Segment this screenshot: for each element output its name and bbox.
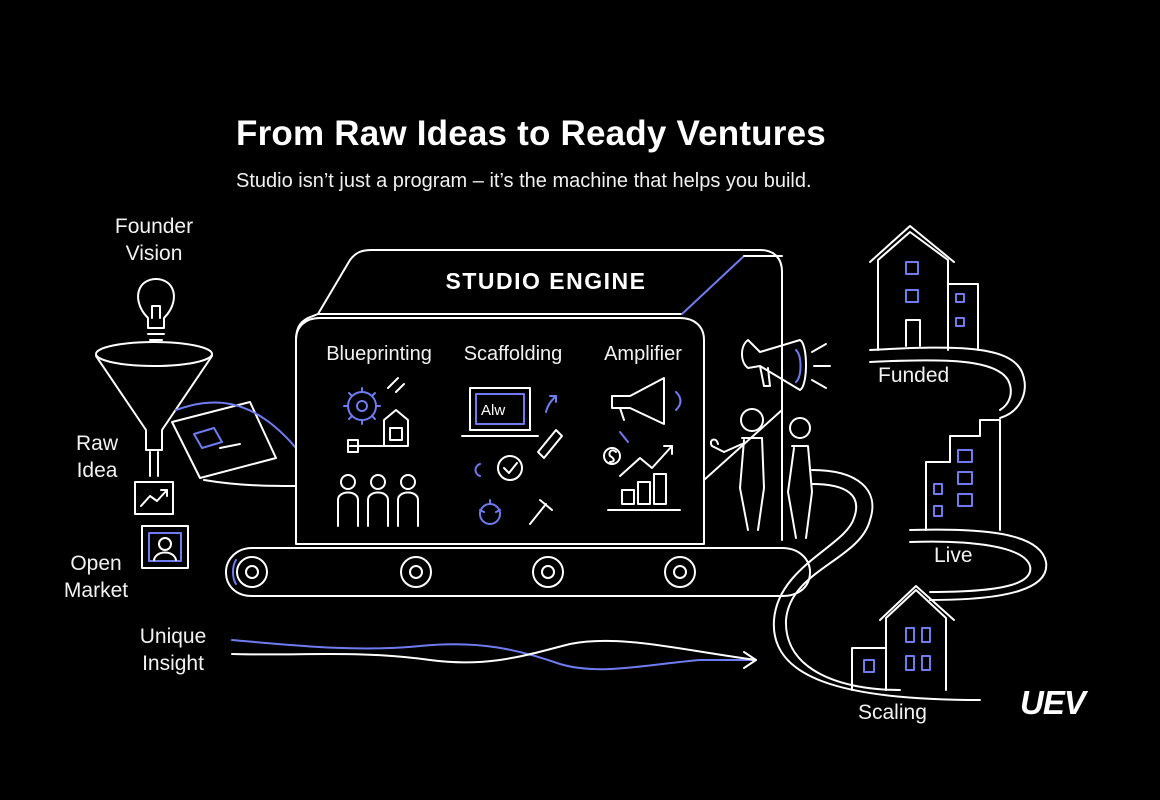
lightbulb-icon	[137, 278, 175, 341]
megaphone-small-icon	[611, 377, 682, 425]
laptop-screen-text: Alw	[481, 402, 505, 419]
megaphone-icon	[741, 339, 831, 391]
dollar-coin-icon	[603, 431, 629, 465]
funded-path	[869, 346, 1026, 419]
funded-label: Funded	[878, 364, 950, 387]
wrench-icon	[529, 499, 553, 525]
studio-engine-title: STUDIO ENGINE	[445, 268, 647, 294]
page-title: From Raw Ideas to Ready Ventures	[236, 114, 826, 153]
column-blueprinting: Blueprinting	[326, 343, 432, 365]
funded-building-icon	[869, 225, 979, 351]
page-subtitle: Studio isn’t just a program – it’s the m…	[236, 170, 812, 192]
scaling-label: Scaling	[858, 701, 927, 724]
checkmark-icon	[474, 455, 523, 481]
column-scaffolding: Scaffolding	[463, 343, 563, 365]
chart-card-icon	[134, 481, 174, 515]
funnel-icon	[95, 341, 213, 477]
scaling-building-icon	[851, 585, 955, 691]
live-path	[909, 528, 1048, 601]
laptop-icon	[461, 387, 539, 437]
insight-waves	[231, 639, 757, 671]
blueprint-doc-icon	[347, 377, 409, 453]
column-amplifier: Amplifier	[604, 343, 682, 365]
market-card-icon	[141, 525, 189, 569]
people-icon	[709, 408, 813, 539]
live-label: Live	[934, 544, 973, 567]
paper-sheet-icon	[171, 401, 297, 487]
pen-icon	[537, 429, 563, 459]
uev-logo: UEV	[1020, 684, 1086, 721]
small-gear-icon	[479, 499, 501, 525]
arrow-up-icon	[545, 395, 557, 413]
output-path	[772, 469, 981, 701]
live-building-icon	[925, 419, 1001, 531]
gear-icon	[343, 387, 381, 425]
team-icon	[337, 474, 419, 527]
growth-chart-icon	[607, 445, 681, 511]
conveyor-belt	[225, 547, 811, 597]
